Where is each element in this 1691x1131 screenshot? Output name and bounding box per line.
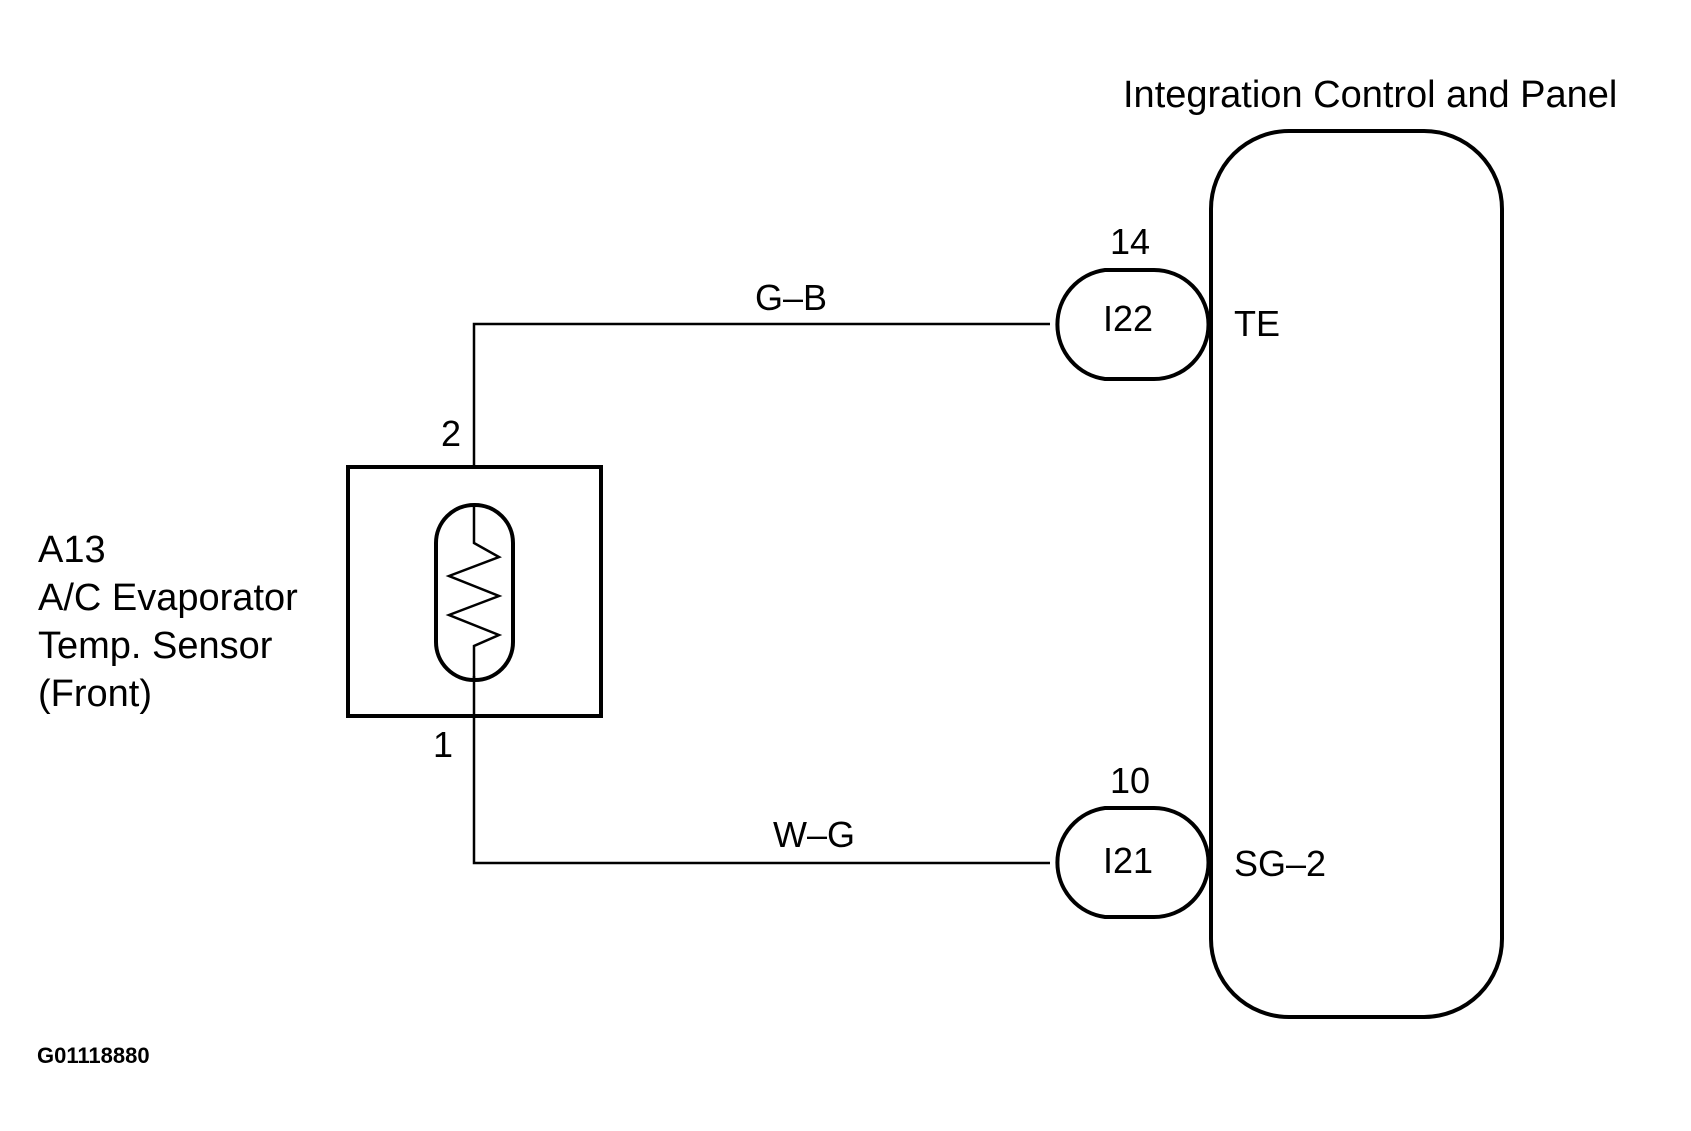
terminal-te-label: TE bbox=[1234, 303, 1280, 344]
wire-g-b-label: G–B bbox=[755, 277, 827, 318]
sensor-name-line2: Temp. Sensor bbox=[38, 625, 273, 667]
connector-i22 bbox=[1055, 268, 1211, 381]
sensor-pin-2-label: 2 bbox=[441, 413, 461, 454]
connector-i21 bbox=[1055, 806, 1211, 919]
connector-i22-label: I22 bbox=[1103, 298, 1153, 339]
thermistor-resistor-icon bbox=[445, 505, 503, 680]
pin-10-label: 10 bbox=[1110, 760, 1150, 801]
figure-id: G01118880 bbox=[37, 1043, 150, 1068]
sensor-code: A13 bbox=[38, 529, 106, 571]
ecu-body bbox=[1209, 129, 1504, 1019]
wire-w-g bbox=[472, 676, 1050, 865]
wire-g-b bbox=[472, 322, 1050, 467]
sensor-name-line1: A/C Evaporator bbox=[38, 577, 298, 619]
terminal-sg2-label: SG–2 bbox=[1234, 843, 1326, 884]
sensor-housing bbox=[346, 465, 603, 718]
sensor-name-line3: (Front) bbox=[38, 673, 152, 715]
sensor-pin-1-label: 1 bbox=[433, 724, 453, 765]
pin-14-label: 14 bbox=[1110, 221, 1150, 262]
ecu-title: Integration Control and Panel bbox=[1123, 74, 1617, 116]
wire-w-g-label: W–G bbox=[773, 814, 855, 855]
connector-i21-label: I21 bbox=[1103, 840, 1153, 881]
